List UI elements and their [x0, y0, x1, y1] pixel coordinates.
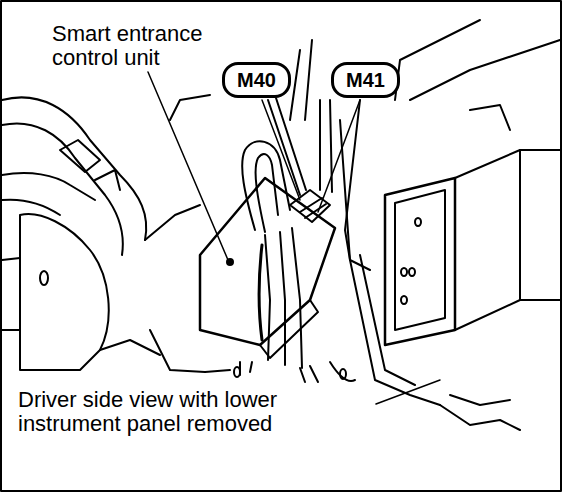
connector-tag: M41	[331, 62, 400, 98]
view-caption: Driver side view with lower instrument p…	[18, 388, 338, 436]
connector-id: M41	[346, 69, 385, 91]
connector-tag: M40	[222, 62, 291, 98]
connector-id: M40	[237, 69, 276, 91]
part-label: Smart entrance control unit	[52, 22, 252, 70]
part-label-text: Smart entrance control unit	[52, 21, 202, 70]
view-caption-text: Driver side view with lower instrument p…	[18, 387, 277, 436]
